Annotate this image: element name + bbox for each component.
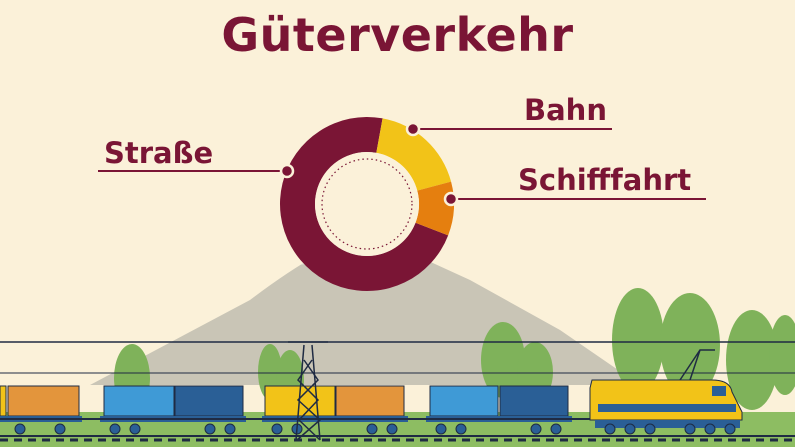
callout-dot-strasse (279, 163, 295, 179)
container-darkblue-2 (499, 385, 569, 417)
slice-label-schifffahrt: Schifffahrt (518, 163, 692, 197)
chart-title: Güterverkehr (221, 8, 574, 62)
slice-label-bahn: Bahn (524, 93, 607, 127)
callout-dot-bahn (405, 121, 421, 137)
callouts (98, 121, 706, 207)
locomotive-window (712, 386, 726, 396)
donut-slice-strasse (280, 117, 449, 291)
pylon (288, 341, 328, 441)
container-orange-2 (7, 385, 80, 417)
donut-inner-dotted-ring (321, 158, 413, 250)
donut-hole (315, 152, 419, 256)
slice-label-strasse: Straße (104, 136, 214, 170)
locomotive-stripe (598, 404, 736, 412)
callout-dot-schifffahrt (443, 191, 459, 207)
donut-slice-bahn (376, 118, 452, 191)
container-blue-1 (103, 385, 175, 417)
container-darkblue-1 (174, 385, 244, 417)
pantograph (679, 349, 715, 381)
wheels (14, 423, 736, 435)
donut-chart (280, 117, 454, 291)
donut-slice-schifffahrt (415, 181, 454, 236)
container-orange-3 (335, 385, 405, 417)
container-blue-2 (429, 385, 499, 417)
locomotive-bogie (595, 420, 740, 428)
container-orange-1 (0, 385, 7, 417)
